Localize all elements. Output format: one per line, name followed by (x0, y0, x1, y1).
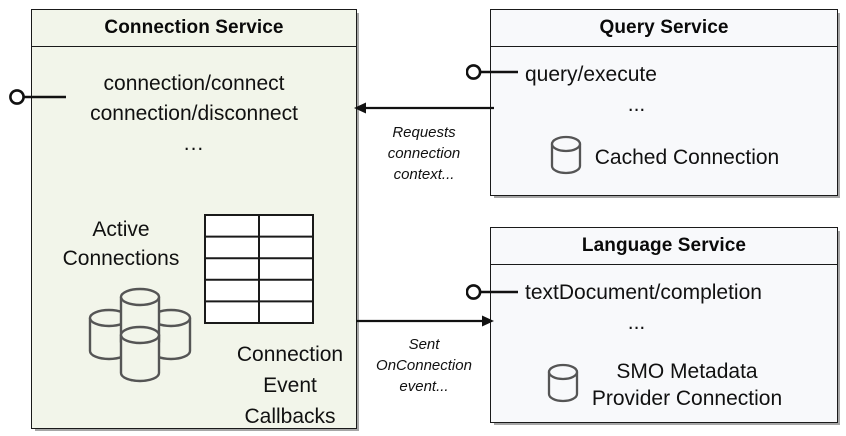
query-service-api-list: query/execute ... (491, 60, 837, 120)
active-connections-label-line2: Connections (62, 247, 180, 270)
smo-label-line1: SMO Metadata (616, 360, 758, 383)
cached-connection-group: Cached Connection (491, 133, 837, 182)
smo-label-line2: Provider Connection (591, 387, 783, 410)
active-connections-label-line1: Active (92, 218, 150, 241)
language-service-box[interactable]: Language Service textDocument/completion… (490, 227, 838, 423)
language-service-api-list: textDocument/completion ... (491, 278, 837, 338)
language-api-ellipsis: ... (627, 311, 646, 334)
sent-label-line3: event... (399, 378, 449, 395)
api-textdocument-completion: textDocument/completion (525, 281, 762, 304)
api-connection-disconnect: connection/disconnect (90, 102, 298, 125)
arrow-query-to-connection (354, 102, 494, 114)
query-service-body: query/execute ... Cached Connection (491, 47, 837, 195)
database-cylinder-icon (546, 361, 580, 410)
active-connections-label: Active Connections (46, 215, 196, 273)
connection-service-box[interactable]: Connection Service connection/connect co… (31, 9, 357, 429)
connection-service-title: Connection Service (32, 10, 356, 47)
database-cylinder-icon (549, 133, 583, 182)
cached-connection-label: Cached Connection (594, 146, 780, 169)
edge-label-requests-connection-context: Requests connection context... (362, 122, 486, 185)
smo-metadata-provider-label: SMO Metadata Provider Connection (592, 358, 782, 412)
callbacks-label-line2: Event (263, 374, 317, 397)
language-service-interface-lollipop[interactable] (465, 281, 520, 308)
arrow-connection-to-language (356, 315, 494, 327)
callbacks-label-line1: Connection (236, 343, 344, 366)
api-ellipsis: ... (183, 132, 205, 155)
grid-table-icon (204, 214, 314, 329)
smo-metadata-provider-group: SMO Metadata Provider Connection (491, 358, 837, 412)
connection-event-callbacks-label: Connection Event Callbacks (204, 339, 376, 432)
language-service-body: textDocument/completion ... SMO Metadata… (491, 265, 837, 422)
api-connection-connect: connection/connect (103, 72, 285, 95)
connection-service-api-list: connection/connect connection/disconnect… (32, 69, 356, 159)
connection-service-body: connection/connect connection/disconnect… (32, 47, 356, 428)
language-service-title: Language Service (491, 228, 837, 265)
database-cluster-icon (84, 285, 196, 390)
query-api-ellipsis: ... (627, 93, 646, 116)
requests-label-line2: connection (387, 145, 461, 162)
requests-label-line1: Requests (392, 124, 456, 141)
api-query-execute: query/execute (525, 63, 657, 86)
sent-label-line2: OnConnection (376, 357, 472, 374)
requests-label-line3: context... (393, 166, 455, 183)
sent-label-line1: Sent (408, 336, 440, 353)
edge-label-sent-onconnection-event: Sent OnConnection event... (362, 334, 486, 397)
query-service-interface-lollipop[interactable] (465, 61, 520, 88)
connection-service-interface-lollipop[interactable] (8, 86, 68, 113)
query-service-box[interactable]: Query Service query/execute ... Cached C… (490, 9, 838, 196)
callbacks-label-line3: Callbacks (244, 405, 336, 428)
query-service-title: Query Service (491, 10, 837, 47)
